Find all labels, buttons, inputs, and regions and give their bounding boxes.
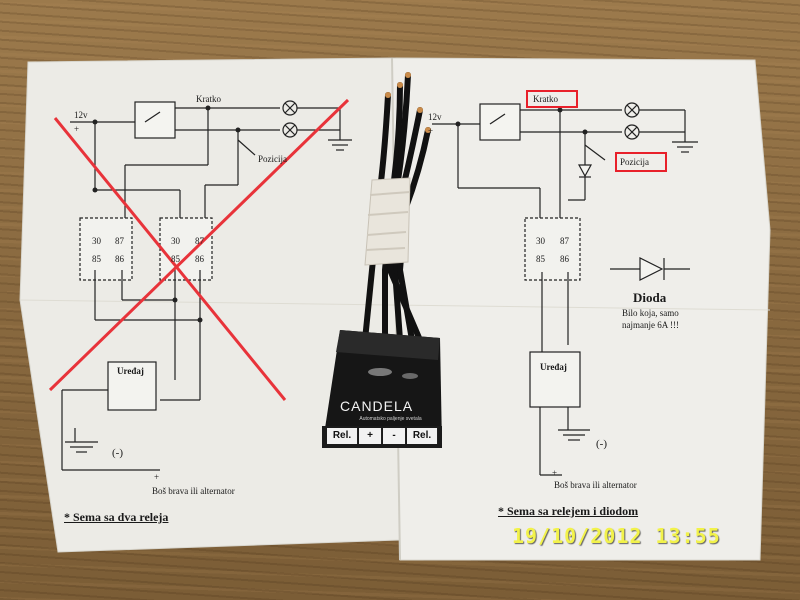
right-bos-label: Boš brava ili alternator <box>554 480 637 490</box>
right-relay-t30: 30 <box>536 236 545 246</box>
left-relay1-t85: 85 <box>92 254 101 264</box>
right-plus-label: + <box>428 126 434 136</box>
left-uredaj-label: Uređaj <box>117 366 144 376</box>
module-brand-label: CANDELA <box>340 398 414 414</box>
module-terminal-rel-right: Rel. <box>407 428 438 444</box>
left-relay1-t86: 86 <box>115 254 124 264</box>
right-kratko-label: Kratko <box>533 94 558 104</box>
right-dioda-note2: najmanje 6A !!! <box>622 320 679 330</box>
left-relay2-t30: 30 <box>171 236 180 246</box>
right-bos-plus-label: + <box>552 468 558 478</box>
right-relay-t87: 87 <box>560 236 569 246</box>
module-terminal-rel-left: Rel. <box>327 428 358 444</box>
module-terminal-plus: + <box>359 428 382 444</box>
left-kratko-label: Kratko <box>196 94 221 104</box>
left-plus-label: + <box>74 124 80 134</box>
right-dioda-note1: Bilo koja, samo <box>622 308 679 318</box>
right-relay-t85: 85 <box>536 254 545 264</box>
module-subtitle: Automatsko paljenje svetala <box>359 416 422 422</box>
left-12v-label: 12v <box>74 110 88 120</box>
camera-date-stamp: 19/10/2012 13:55 <box>512 524 721 548</box>
left-relay1-t30: 30 <box>92 236 101 246</box>
right-uredaj-label: Uređaj <box>540 362 567 372</box>
left-relay2-t86: 86 <box>195 254 204 264</box>
right-relay-t86: 86 <box>560 254 569 264</box>
left-caption: * Sema sa dva releja <box>64 510 169 524</box>
right-minus-label: (-) <box>596 438 607 450</box>
left-relay2-t87: 87 <box>195 236 204 246</box>
left-minus-label: (-) <box>112 447 123 459</box>
right-12v-label: 12v <box>428 112 442 122</box>
right-caption: * Sema sa relejem i diodom <box>498 504 639 518</box>
left-pozicija-label: Pozicija <box>258 154 287 164</box>
right-dioda-title: Dioda <box>633 290 667 305</box>
module-terminal-minus: - <box>383 428 406 444</box>
left-bos-label: Boš brava ili alternator <box>152 486 235 496</box>
left-relay2-t85: 85 <box>171 254 180 264</box>
left-bos-plus-label: + <box>154 472 160 482</box>
left-relay1-t87: 87 <box>115 236 124 246</box>
right-pozicija-label: Pozicija <box>620 157 649 167</box>
